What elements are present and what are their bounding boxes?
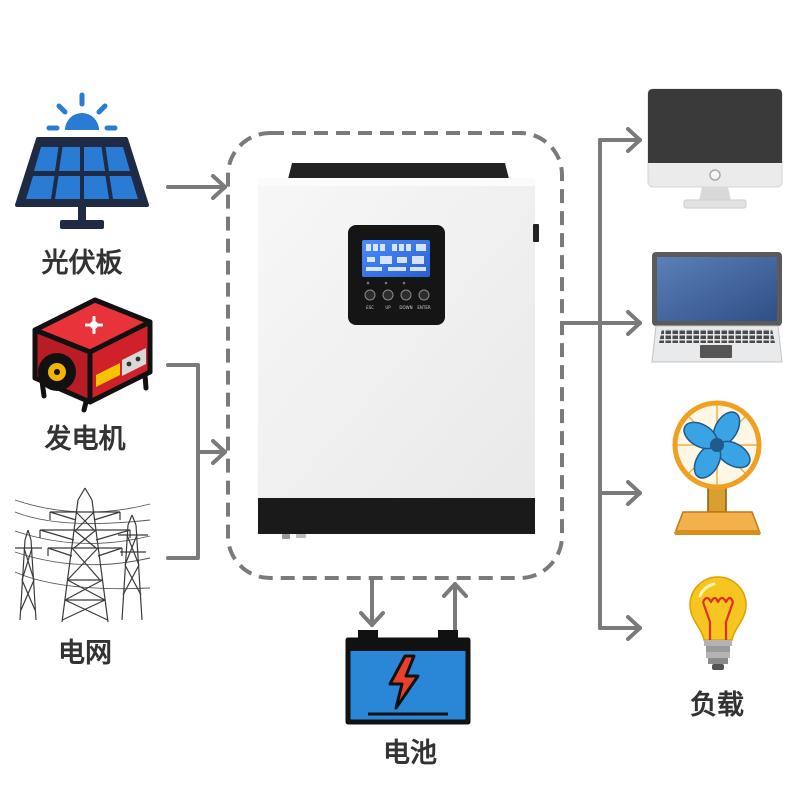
inverter-control-panel: ESC UP DOWN ENTER bbox=[348, 225, 445, 325]
sun-icon bbox=[46, 92, 118, 131]
inverter-to-battery-arrow bbox=[359, 578, 385, 627]
enter-button-label: ENTER bbox=[417, 305, 430, 310]
esc-button bbox=[364, 289, 376, 301]
generator-grid-to-inverter-arrow bbox=[166, 363, 227, 560]
lightning-bolt-icon bbox=[388, 654, 420, 710]
battery-to-inverter-arrow bbox=[442, 582, 468, 632]
solar-label: 光伏板 bbox=[41, 248, 123, 279]
fan-blades bbox=[683, 411, 751, 479]
down-button bbox=[400, 289, 412, 301]
inverter-dashed-boundary bbox=[226, 131, 564, 580]
generator-top-emblem bbox=[85, 316, 103, 334]
inverter-bottom-band bbox=[258, 498, 535, 534]
status-leds bbox=[366, 281, 406, 285]
battery-label: 电池 bbox=[383, 738, 437, 769]
monitor-icon bbox=[647, 88, 783, 209]
right-tower bbox=[118, 514, 148, 621]
power-grid-tower-icon bbox=[14, 487, 151, 623]
generator-label-plate bbox=[96, 363, 120, 387]
left-tower bbox=[15, 529, 42, 621]
load-label: 负载 bbox=[690, 690, 744, 721]
battery-icon bbox=[345, 630, 471, 725]
esc-button-label: ESC bbox=[366, 305, 374, 310]
lcd-segments bbox=[366, 244, 426, 271]
solar-panel-icon bbox=[15, 92, 149, 229]
solar-cells bbox=[26, 147, 138, 199]
generator-icon bbox=[32, 297, 153, 413]
enter-button bbox=[418, 289, 430, 301]
grid-label: 电网 bbox=[58, 638, 112, 669]
solar-to-inverter-arrow bbox=[166, 174, 227, 200]
inverter-icon: ESC UP DOWN ENTER bbox=[258, 163, 539, 539]
generator-control-panel bbox=[122, 348, 146, 376]
bulb-filament bbox=[701, 596, 735, 640]
up-button-label: UP bbox=[385, 305, 391, 310]
up-button bbox=[382, 289, 394, 301]
inverter-side-switch bbox=[533, 224, 539, 242]
light-bulb-icon bbox=[689, 576, 747, 670]
main-tower bbox=[39, 487, 131, 623]
inverter-mount-bracket bbox=[288, 163, 509, 179]
laptop-icon bbox=[651, 252, 783, 363]
down-button-label: DOWN bbox=[399, 305, 412, 310]
inverter-to-loads-arrows bbox=[560, 127, 642, 641]
fan-icon bbox=[672, 400, 762, 535]
generator-label: 发电机 bbox=[44, 423, 126, 455]
